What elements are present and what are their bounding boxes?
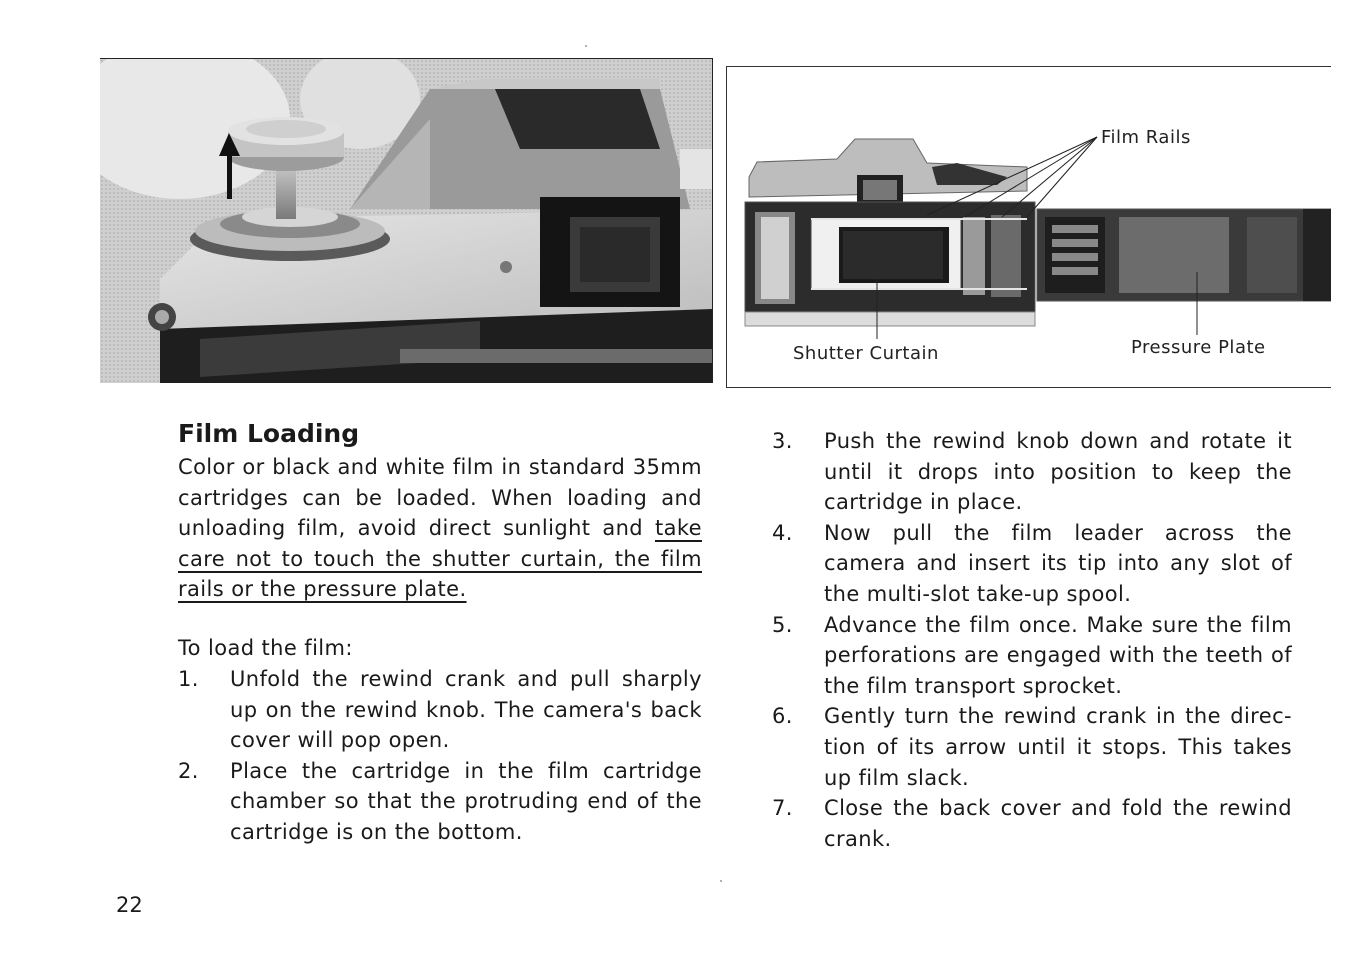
list-item: 3. Push the rewind knob down and rotate i… <box>772 426 1292 518</box>
step-text: Push the rewind knob down and rotate it … <box>824 429 1292 515</box>
list-item: 2. Place the cartridge in the film cartri… <box>178 756 702 848</box>
list-item: 1. Unfold the rewind crank and pull sharp… <box>178 664 702 756</box>
step-text: Now pull the film leader across the came… <box>824 520 1292 606</box>
step-number: 4. <box>772 520 793 545</box>
steps-list-left: 1. Unfold the rewind crank and pull sharp… <box>178 664 702 848</box>
intro-text: Color or black and white film in standar… <box>178 455 702 541</box>
callout-pressure-plate: Pressure Plate <box>1131 337 1266 358</box>
step-text: Advance the film once. Make sure the fil… <box>824 612 1292 698</box>
step-number: 3. <box>772 429 793 453</box>
list-item: 6. Gently turn the rewind crank in the di… <box>772 701 1292 793</box>
step-number: 2. <box>178 758 199 783</box>
steps-list-right: 3. Push the rewind knob down and rotate i… <box>772 426 1292 854</box>
intro-warning-underlined: take care not to touch the shutter curta… <box>178 516 702 602</box>
step-number: 1. <box>178 666 199 691</box>
page-number: 22 <box>116 893 143 917</box>
step-text: Close the back cover and fold the rewind… <box>824 796 1292 851</box>
callout-film-rails: Film Rails <box>1101 127 1191 148</box>
left-column: Film Loading Color or black and white fi… <box>178 418 702 848</box>
list-item: 7. Close the back cover and fold the rewi… <box>772 793 1292 854</box>
camera-top-photo <box>100 58 713 383</box>
step-number: 5. <box>772 612 793 637</box>
step-number: 7. <box>772 796 793 821</box>
step-number: 6. <box>772 704 793 729</box>
step-text: Gently turn the rewind crank in the dire… <box>824 704 1292 790</box>
list-item: 5. Advance the film once. Make sure the f… <box>772 610 1292 702</box>
list-item: 4. Now pull the film leader across the ca… <box>772 518 1292 610</box>
callout-shutter-curtain: Shutter Curtain <box>793 343 939 364</box>
step-text: Unfold the rewind crank and pull sharply… <box>230 666 702 753</box>
step-text: Place the cartridge in the film cartridg… <box>230 758 702 844</box>
camera-back-open-diagram: Film Rails Shutter Curtain Pressure Plat… <box>726 66 1331 388</box>
section-title: Film Loading <box>178 419 360 448</box>
right-column: 3. Push the rewind knob down and rotate i… <box>772 426 1292 854</box>
procedure-lead: To load the film: <box>178 635 353 660</box>
intro-paragraph: Color or black and white film in standar… <box>178 452 702 605</box>
